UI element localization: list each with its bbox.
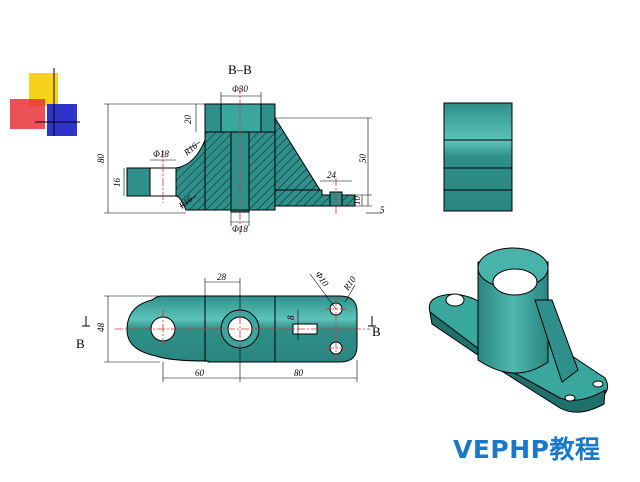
dim-base-thickness: 16	[112, 178, 122, 188]
section-marker-right: B	[372, 324, 381, 339]
section-marker-left: B	[76, 336, 85, 351]
dim-width: 48	[96, 323, 106, 333]
iso-left-hole	[445, 293, 465, 307]
dim-slot-width: 8	[286, 315, 296, 320]
isometric-view	[428, 247, 609, 413]
iso-rib	[534, 299, 579, 383]
right-base	[274, 189, 356, 207]
side-view	[443, 102, 513, 212]
dim-small-hole: Φ10	[313, 269, 331, 288]
section-title: B–B	[228, 62, 252, 77]
rib	[274, 116, 321, 191]
dim-right-step: 24	[327, 170, 337, 180]
section-view: B–B	[96, 62, 385, 234]
corner-decoration-icon	[10, 68, 80, 136]
iso-right-hole-b	[564, 394, 576, 402]
dim-overall-height: 80	[96, 154, 106, 164]
top-dimension-lines	[104, 273, 358, 382]
dim-slot-offset: 28	[217, 272, 227, 282]
section-dimension-lines	[104, 92, 382, 226]
section-center-lines	[162, 86, 337, 234]
brand-logo: VEPHP教程	[453, 435, 601, 464]
section-markers	[82, 316, 376, 327]
dim-bottom-bore: Φ18	[232, 224, 248, 234]
side-body	[443, 102, 513, 212]
dim-corner-radius: R10	[341, 274, 358, 293]
dim-right-span: 80	[294, 368, 304, 378]
iso-boss-bore	[492, 268, 538, 296]
dim-gap: 5	[380, 205, 385, 215]
top-view: 28 48 8 Φ10 R10 60 80 B B	[76, 269, 381, 382]
dim-foot-thickness: 10	[352, 196, 362, 206]
boss-bore	[220, 103, 262, 133]
dim-rib-height: 50	[358, 154, 368, 164]
main-body-right	[248, 131, 276, 211]
dim-left-span: 60	[195, 368, 205, 378]
dim-top-bore: Φ30	[232, 84, 248, 94]
top-center-lines	[115, 298, 370, 360]
dim-boss-height: 20	[183, 115, 193, 125]
iso-right-hole-a	[592, 380, 604, 388]
dim-left-hole: Φ18	[153, 149, 169, 159]
main-body	[204, 131, 232, 211]
